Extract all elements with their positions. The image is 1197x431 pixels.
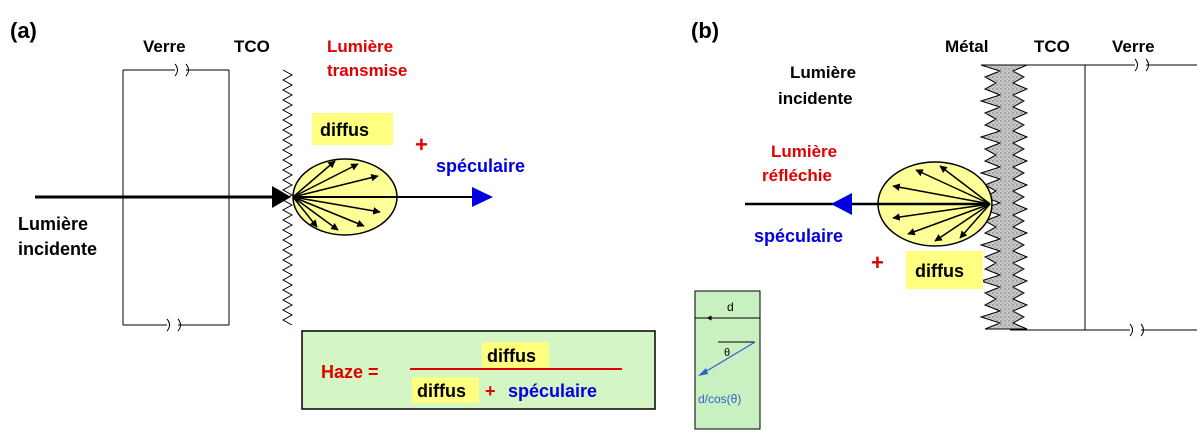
inset-theta-label: θ bbox=[724, 347, 730, 359]
metal-rough-layer bbox=[979, 64, 1029, 330]
panel-b-label: (b) bbox=[691, 18, 719, 43]
inset-d-label: d bbox=[727, 300, 734, 314]
panel-a: (a) Verre TCO Lumière transmise bbox=[10, 18, 525, 332]
panel-a-label: (a) bbox=[10, 18, 37, 43]
specular-arrowhead-a bbox=[472, 187, 493, 207]
diffus-highlight-a bbox=[312, 113, 393, 145]
plus-sign-a: + bbox=[415, 132, 428, 157]
numerator-highlight bbox=[482, 342, 549, 368]
reflected-light-label-line1: Lumière bbox=[771, 142, 837, 161]
haze-formula-box: Haze = diffus diffus + spéculaire bbox=[301, 330, 656, 410]
speculaire-label-a: spéculaire bbox=[436, 156, 525, 176]
transmitted-light-label-line2: transmise bbox=[327, 61, 407, 80]
tco-label-b: TCO bbox=[1034, 37, 1070, 56]
incident-light-label-b-line2: incidente bbox=[778, 89, 853, 108]
oblique-path-arrowhead bbox=[698, 368, 708, 376]
glass-tco-layers-b bbox=[1010, 58, 1197, 337]
panel-b: (b) Métal TCO Verre Lumière incidente Lu… bbox=[691, 18, 1197, 337]
incident-beam-arrowhead-a bbox=[272, 186, 291, 208]
incident-light-label-a-line2: incidente bbox=[18, 239, 97, 259]
formula-denominator-speculaire: spéculaire bbox=[508, 381, 597, 401]
scattered-rays-b bbox=[892, 165, 991, 242]
diffus-label-b: diffus bbox=[915, 261, 964, 281]
formula-numerator: diffus bbox=[487, 346, 536, 366]
diffus-label-a: diffus bbox=[320, 120, 369, 140]
incident-light-label-b-line1: Lumière bbox=[790, 63, 856, 82]
incident-light-label-a-line1: Lumière bbox=[18, 214, 88, 234]
transmitted-light-label-line1: Lumière bbox=[327, 37, 393, 56]
formula-denominator-diffus: diffus bbox=[417, 381, 466, 401]
inset-background bbox=[694, 290, 761, 430]
denominator-highlight bbox=[412, 377, 479, 403]
formula-plus: + bbox=[485, 381, 496, 401]
haze-label: Haze = bbox=[321, 362, 379, 382]
path-length-inset: d θ d/cos(θ) bbox=[694, 290, 761, 430]
diffus-highlight-b bbox=[906, 251, 983, 289]
tco-label-a: TCO bbox=[234, 37, 270, 56]
inset-path-label: d/cos(θ) bbox=[698, 392, 741, 406]
oblique-path-line bbox=[699, 341, 756, 376]
scattered-rays-a bbox=[292, 160, 381, 231]
speculaire-label-b: spéculaire bbox=[754, 226, 843, 246]
metal-label-b: Métal bbox=[945, 37, 988, 56]
specular-arrowhead-b bbox=[831, 193, 852, 215]
verre-label-b: Verre bbox=[1112, 37, 1155, 56]
verre-label-a: Verre bbox=[143, 37, 186, 56]
reflected-light-label-line2: réfléchie bbox=[762, 166, 832, 185]
plus-sign-b: + bbox=[871, 250, 884, 275]
